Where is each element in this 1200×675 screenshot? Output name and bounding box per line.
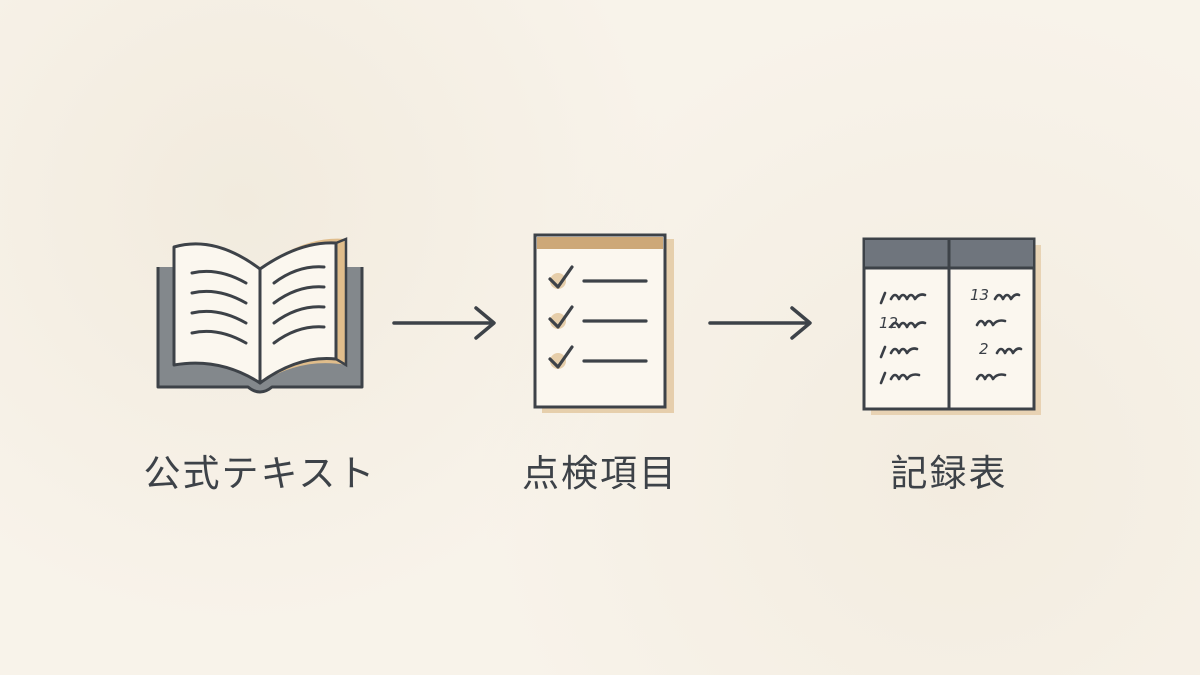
step-label: 点検項目 xyxy=(522,452,678,495)
table-cell-value: 2 xyxy=(979,340,989,358)
step-label: 記録表 xyxy=(890,452,1008,495)
table-cell-value: 13 xyxy=(970,286,989,304)
open-book-icon xyxy=(156,237,364,394)
step-label: 公式テキスト xyxy=(143,452,377,495)
step-record-table: 13 12 2 記録表 xyxy=(829,225,1069,515)
table-cell-value: 12 xyxy=(879,314,898,332)
step-inspection-items: 点検項目 xyxy=(480,225,720,515)
record-table-icon: 13 12 2 xyxy=(862,237,1041,415)
checklist-icon xyxy=(533,233,674,413)
step-official-text: 公式テキスト xyxy=(140,225,380,515)
arrow-right-icon xyxy=(392,306,496,340)
arrow-right-icon xyxy=(708,306,812,340)
